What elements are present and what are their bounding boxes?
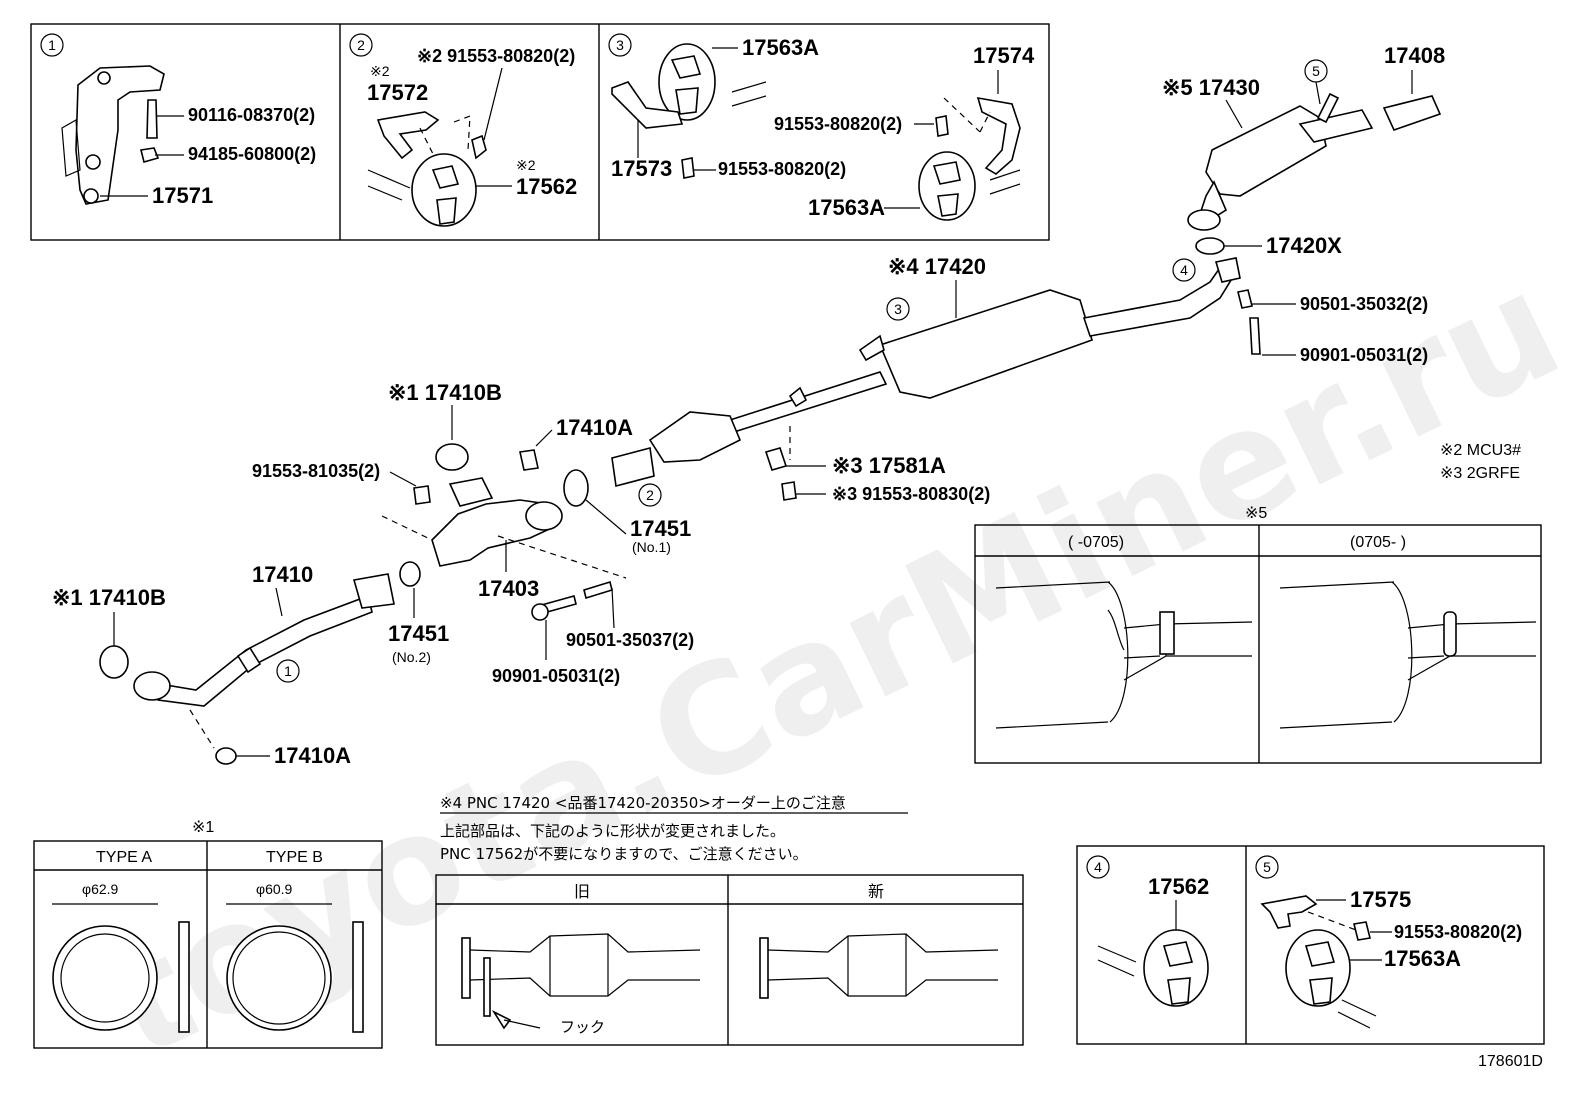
note-2grfe: ※3 2GRFE (1440, 465, 1520, 482)
label-17581A: ※3 17581A (832, 453, 946, 478)
label-91553-80820-inset3-lower: 91553-80820(2) (718, 159, 846, 179)
inset-3: 3 17563A 17573 91553-80820(2) 17574 9155… (608, 33, 1035, 221)
label-17408: 17408 (1384, 43, 1445, 68)
inset-4-number: 4 (1094, 859, 1102, 875)
diameter-b: φ60.9 (256, 881, 293, 897)
callout-2: 2 (646, 487, 654, 503)
callout-5: 5 (1312, 63, 1320, 79)
front-pipe-drawing (133, 573, 395, 707)
label-94185-60800: 94185-60800(2) (188, 144, 316, 164)
note-4-hook: フック (560, 1018, 605, 1036)
label-17451-no1: 17451 (630, 516, 691, 541)
muffler-detail-new (1279, 581, 1537, 729)
note-ref1: ※1 (192, 819, 214, 836)
label-91553-80830: ※3 91553-80830(2) (832, 484, 990, 504)
label-17420X: 17420X (1266, 233, 1342, 258)
insets-4-5: 4 17562 5 17575 91553-80820(2) 17563A (1076, 845, 1545, 1045)
table-5: ( -0705) (0705- ) (974, 524, 1542, 764)
label-91553-80820-inset5: 91553-80820(2) (1394, 922, 1522, 942)
mark-2-a: ※2 (370, 63, 390, 79)
label-90501-35032: 90501-35032(2) (1300, 294, 1428, 314)
inset-2-number: 2 (357, 37, 365, 53)
label-17451-no1-sub: (No.1) (632, 539, 671, 555)
bracket-17571-drawing (61, 65, 165, 205)
label-17563A-bottom: 17563A (808, 195, 885, 220)
main-exhaust-assembly: ※5 17430 5 17408 17420X ※4 17420 3 4 (52, 43, 1445, 768)
label-91553-80820-inset3-upper: 91553-80820(2) (774, 114, 902, 134)
figure-code: 178601D (1478, 1053, 1543, 1070)
note-4: ※4 PNC 17420 <品番17420-20350>オーダー上のご注意 上記… (435, 794, 1024, 1046)
mark-2-b: ※2 (516, 157, 536, 173)
label-17420: ※4 17420 (888, 254, 986, 279)
diameter-a: φ62.9 (82, 881, 119, 897)
callout-3: 3 (894, 301, 902, 317)
note-mcu: ※2 MCU3# (1440, 442, 1521, 459)
pipe-new-drawing (759, 933, 999, 999)
note-4-line1: 上記部品は、下記のように形状が変更されました。 (440, 822, 785, 840)
table-5-col2: (0705- ) (1350, 534, 1406, 551)
label-17410B-top: ※1 17410B (388, 380, 502, 405)
top-insets-box (30, 23, 1050, 241)
label-17451-no2: 17451 (388, 621, 449, 646)
pipe-old-drawing (461, 933, 701, 1017)
label-17563A-top: 17563A (742, 35, 819, 60)
note-ref5: ※5 (1245, 505, 1267, 522)
inset-1: 1 90116-08370(2) 94185-60800(2) 17571 (40, 33, 316, 208)
muffler-detail-old (995, 581, 1253, 729)
label-91553-81035: 91553-81035(2) (252, 461, 380, 481)
label-90901-05031-right: 90901-05031(2) (1300, 345, 1428, 365)
label-17562-inset4: 17562 (1148, 874, 1209, 899)
label-17563A-inset5: 17563A (1384, 946, 1461, 971)
label-17451-no2-sub: (No.2) (392, 649, 431, 665)
note-4-line2: PNC 17562が不要になりますので、ご注意ください。 (440, 845, 808, 863)
inset-2: 2 ※2 17572 ※2 91553-80820(2) ※2 17562 (349, 33, 577, 227)
manifold-converter-drawing (431, 477, 563, 567)
type-table: TYPE A TYPE B φ62.9 φ60.9 (33, 840, 383, 1049)
type-a-header: TYPE A (96, 849, 152, 866)
label-90501-35037: 90501-35037(2) (566, 630, 694, 650)
label-17410B-left: ※1 17410B (52, 585, 166, 610)
inset-3-number: 3 (616, 37, 624, 53)
note-4-title: ※4 PNC 17420 <品番17420-20350>オーダー上のご注意 (440, 794, 846, 812)
tail-muffler-drawing (1187, 92, 1442, 231)
label-17403: 17403 (478, 576, 539, 601)
label-17575: 17575 (1350, 887, 1411, 912)
label-90901-05031-lower: 90901-05031(2) (492, 666, 620, 686)
inset-1-number: 1 (48, 37, 56, 53)
label-17572: 17572 (367, 80, 428, 105)
label-17410A-bottom: 17410A (274, 743, 351, 768)
note-4-old: 旧 (574, 883, 590, 901)
label-17410A-top: 17410A (556, 415, 633, 440)
callout-1: 1 (284, 663, 292, 679)
center-muffler-drawing (611, 257, 1241, 488)
note-4-new: 新 (868, 883, 884, 901)
label-17562: 17562 (516, 174, 577, 199)
inset-5-number: 5 (1263, 859, 1271, 875)
callout-4: 4 (1180, 262, 1188, 278)
type-b-header: TYPE B (266, 849, 323, 866)
label-17573: 17573 (611, 156, 672, 181)
label-17574: 17574 (973, 43, 1035, 68)
label-17571: 17571 (152, 183, 213, 208)
table-5-col1: ( -0705) (1068, 534, 1124, 551)
label-91553-80820-inset2: ※2 91553-80820(2) (417, 46, 575, 66)
label-17430: ※5 17430 (1162, 75, 1260, 100)
label-17410: 17410 (252, 562, 313, 587)
label-90116-08370: 90116-08370(2) (188, 105, 315, 125)
